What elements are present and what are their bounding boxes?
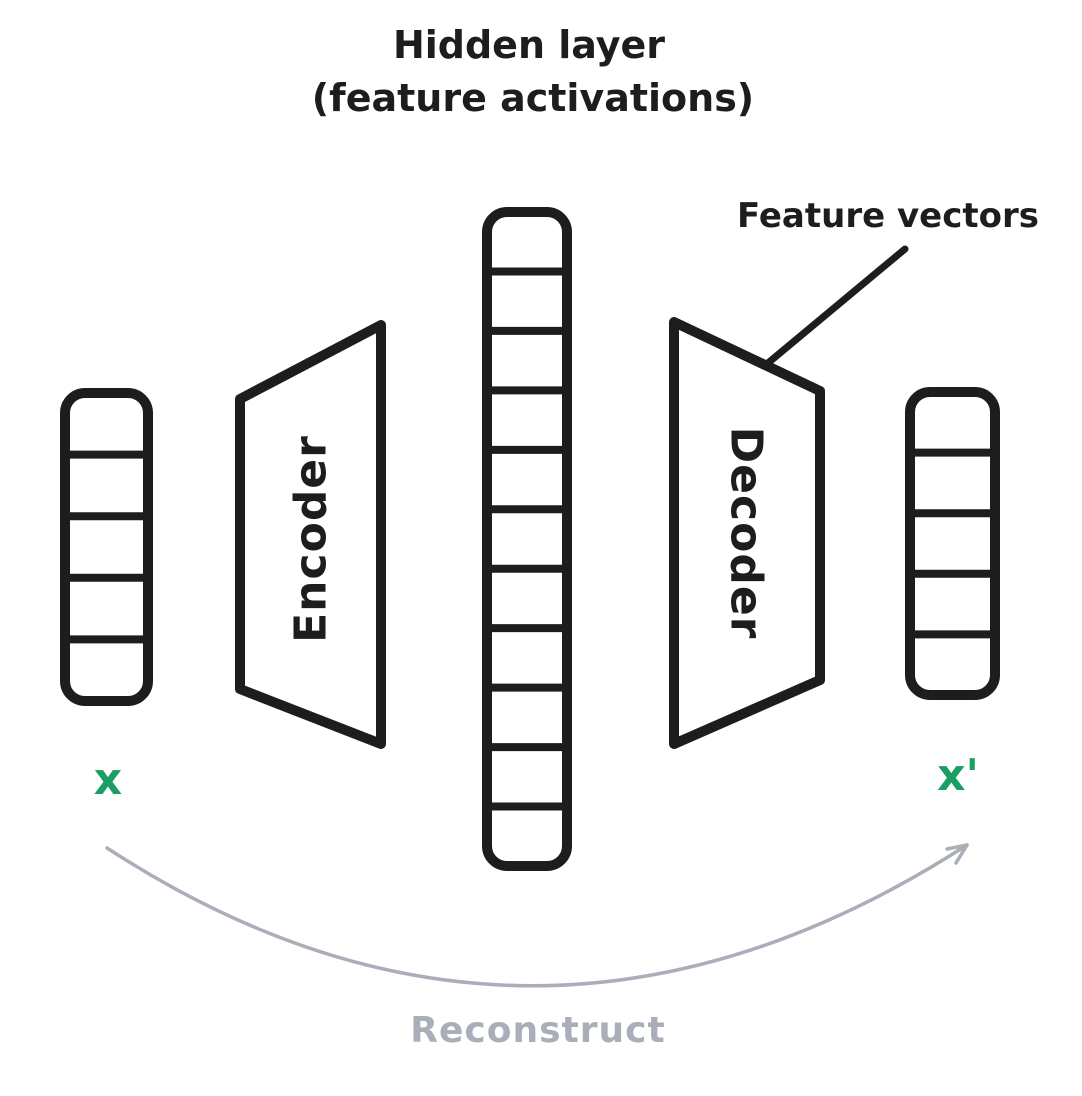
input-vector-outline: [60, 388, 153, 706]
feature-vectors-label: Feature vectors: [737, 196, 1039, 236]
reconstruct-arrow: [105, 843, 969, 988]
encoder-trapezoid: [235, 320, 386, 749]
reconstruct-label: Reconstruct: [410, 1010, 665, 1051]
decoder-trapezoid: [669, 317, 825, 749]
hidden-vector-column: [482, 207, 572, 871]
diagram-title: Hidden layer (feature activations): [312, 23, 754, 120]
title-line-1: Hidden layer: [393, 23, 665, 67]
decoder-block: Decoder: [669, 317, 825, 749]
feature-vectors-pointer-line: [764, 245, 909, 367]
decoder-label: Decoder: [721, 427, 772, 640]
hidden-vector-outline: [482, 207, 572, 871]
input-variable-label: x: [94, 754, 122, 805]
input-vector-column: [60, 388, 153, 706]
output-vector-column: [905, 387, 1000, 700]
reconstruct-arrow-curve: [105, 843, 969, 988]
encoder-block: Encoder: [235, 320, 386, 749]
title-line-2: (feature activations): [312, 76, 754, 120]
output-vector-outline: [905, 387, 1000, 700]
output-variable-label: x': [937, 750, 979, 801]
reconstruct-arrowhead-icon: [945, 843, 969, 865]
encoder-label: Encoder: [285, 435, 336, 643]
